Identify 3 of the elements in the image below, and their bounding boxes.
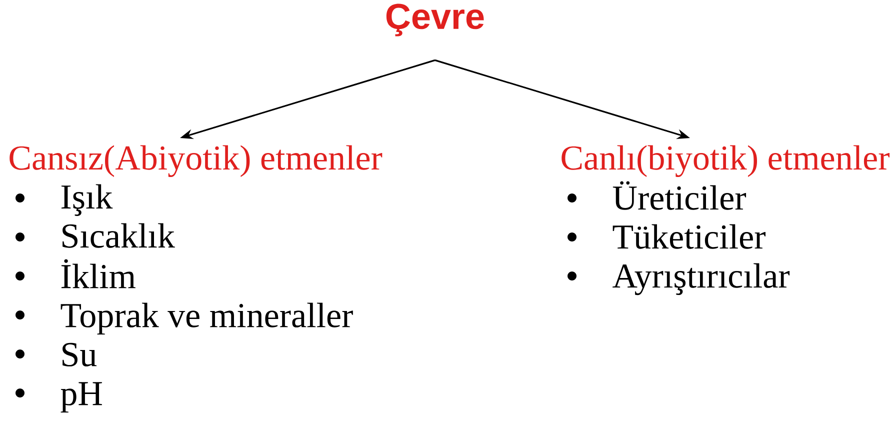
bulleted-list: Cansız(Abiyotik) etmenler Işık Sıcaklık İklim Toprak ve mineraller Su pH xyxy=(10,145,382,413)
title-text: Çevre xyxy=(386,4,484,36)
bulleted-list: Canlı(biyotik) etmenler Üreticiler Tüketiciler Ayrıştırıcılar xyxy=(562,145,890,296)
